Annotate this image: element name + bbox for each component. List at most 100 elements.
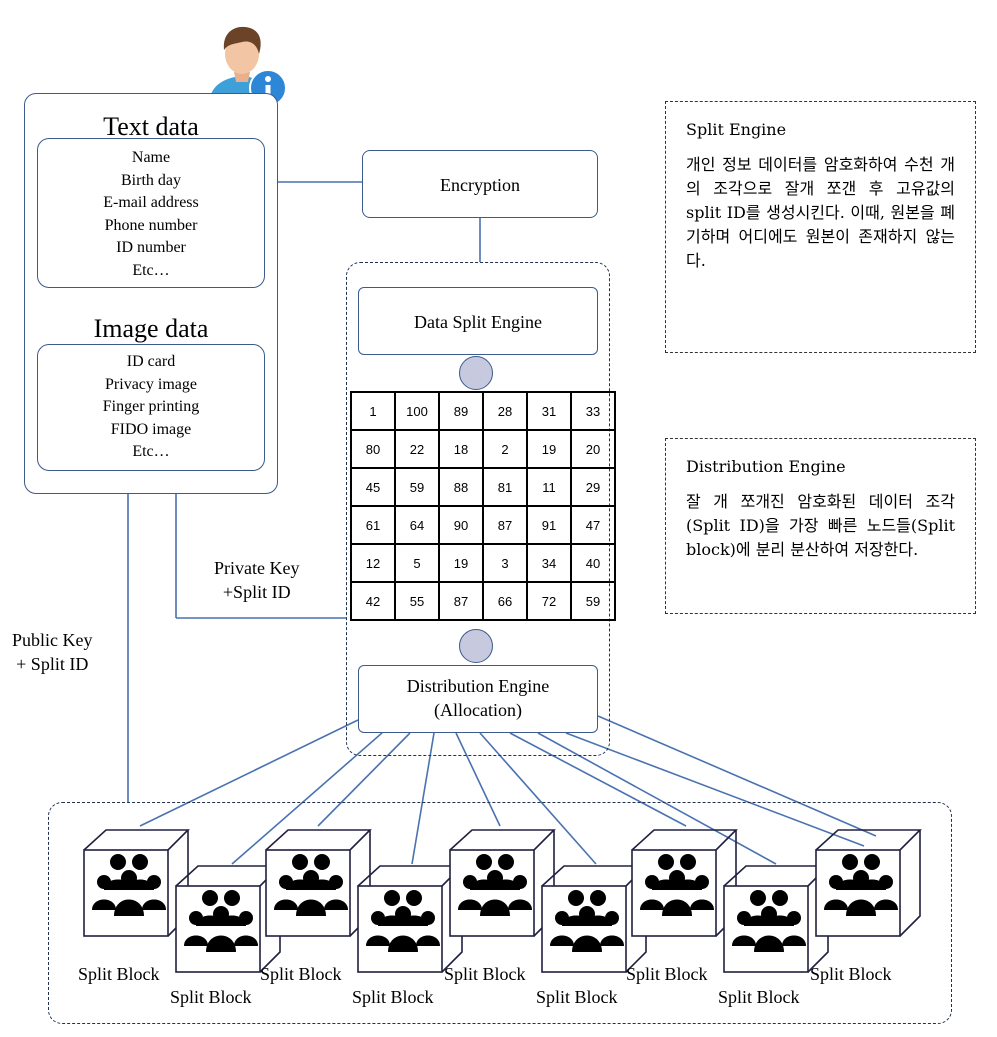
split-block-label: Split Block	[444, 964, 526, 984]
connector-node-bottom	[459, 629, 493, 663]
grid-cell: 91	[526, 505, 572, 545]
data-split-engine-box: Data Split Engine	[358, 287, 598, 355]
image-data-title: Image data	[93, 314, 209, 343]
split-block-cube	[264, 828, 374, 938]
people-group-icon	[541, 865, 648, 973]
private-key-label: Private Key +Split ID	[214, 556, 299, 604]
grid-cell: 87	[438, 581, 484, 621]
split-block-cube	[448, 828, 558, 938]
split-block-cube	[722, 864, 832, 974]
split-block-cube	[356, 864, 466, 974]
image-data-list: ID card Privacy image Finger printing FI…	[37, 344, 265, 471]
people-group-icon	[723, 865, 830, 973]
people-group-icon	[815, 829, 922, 937]
list-item: FIDO image	[110, 420, 192, 438]
encryption-box: Encryption	[362, 150, 598, 218]
text-data-list: Name Birth day E-mail address Phone numb…	[37, 138, 265, 288]
private-key-label-line2: +Split ID	[222, 582, 291, 602]
split-block-label: Split Block	[718, 987, 800, 1007]
public-key-label-line2: + Split ID	[16, 654, 89, 674]
split-block-label: Split Block	[78, 964, 160, 984]
personal-data-panel: Text data Name Birth day E-mail address …	[24, 93, 278, 494]
distribution-engine-label: Distribution Engine	[406, 676, 550, 696]
split-block-label: Split Block	[170, 987, 252, 1007]
grid-cell: 18	[438, 429, 484, 469]
split-block-label: Split Block	[352, 987, 434, 1007]
split-block-cube	[174, 864, 284, 974]
split-block-container	[48, 802, 952, 1024]
people-group-icon	[83, 829, 190, 937]
split-engine-note-title: Split Engine	[686, 120, 787, 139]
split-block-cube	[630, 828, 740, 938]
public-key-label: Public Key + Split ID	[12, 628, 93, 676]
grid-cell: 100	[394, 391, 440, 431]
grid-cell: 11	[526, 467, 572, 507]
public-key-label-line1: Public Key	[12, 630, 93, 650]
grid-cell: 81	[482, 467, 528, 507]
distribution-engine-box: Distribution Engine (Allocation)	[358, 665, 598, 733]
list-item: Etc…	[132, 443, 170, 460]
grid-cell: 64	[394, 505, 440, 545]
split-block-label: Split Block	[626, 964, 708, 984]
grid-cell: 2	[482, 429, 528, 469]
grid-cell: 28	[482, 391, 528, 431]
split-block-label: Split Block	[810, 964, 892, 984]
grid-cell: 19	[438, 543, 484, 583]
grid-cell: 55	[394, 581, 440, 621]
connector-node-top	[459, 356, 493, 390]
people-group-icon	[631, 829, 738, 937]
grid-cell: 5	[394, 543, 440, 583]
grid-cell: 45	[350, 467, 396, 507]
distribution-engine-note-title: Distribution Engine	[686, 457, 846, 476]
split-block-cube	[540, 864, 650, 974]
grid-cell: 72	[526, 581, 572, 621]
grid-cell: 29	[570, 467, 616, 507]
distribution-engine-note-body: 잘 개 쪼개진 암호화된 데이터 조각(Split ID)을 가장 빠른 노드들…	[686, 492, 955, 559]
split-block-cube	[814, 828, 924, 938]
list-item: ID number	[116, 239, 186, 256]
people-group-icon	[265, 829, 372, 937]
list-item: ID card	[126, 353, 176, 370]
people-group-icon	[357, 865, 464, 973]
grid-cell: 80	[350, 429, 396, 469]
split-engine-note: Split Engine 개인 정보 데이터를 암호화하여 수천 개의 조각으로…	[665, 101, 976, 353]
grid-cell: 20	[570, 429, 616, 469]
grid-cell: 19	[526, 429, 572, 469]
list-item: Privacy image	[105, 375, 197, 393]
grid-cell: 47	[570, 505, 616, 545]
list-item: Etc…	[132, 261, 170, 279]
people-group-icon	[449, 829, 556, 937]
list-item: Finger printing	[102, 398, 200, 415]
text-data-title: Text data	[103, 112, 199, 141]
grid-cell: 34	[526, 543, 572, 583]
grid-cell: 66	[482, 581, 528, 621]
split-block-label: Split Block	[536, 987, 618, 1007]
grid-cell: 89	[438, 391, 484, 431]
distribution-engine-sub: (Allocation)	[434, 700, 522, 720]
split-engine-note-body: 개인 정보 데이터를 암호화하여 수천 개의 조각으로 잘개 쪼갠 후 고유값의…	[686, 155, 955, 270]
grid-cell: 31	[526, 391, 572, 431]
grid-cell: 33	[570, 391, 616, 431]
encryption-label: Encryption	[440, 175, 520, 195]
grid-cell: 88	[438, 467, 484, 507]
grid-cell: 90	[438, 505, 484, 545]
split-block-label: Split Block	[260, 964, 342, 984]
data-split-engine-label: Data Split Engine	[414, 312, 542, 332]
list-item: Phone number	[104, 216, 198, 234]
grid-cell: 22	[394, 429, 440, 469]
distribution-engine-note: Distribution Engine 잘 개 쪼개진 암호화된 데이터 조각(…	[665, 438, 976, 614]
grid-cell: 42	[350, 581, 396, 621]
split-block-cube	[82, 828, 192, 938]
private-key-label-line1: Private Key	[214, 558, 300, 578]
grid-cell: 87	[482, 505, 528, 545]
grid-cell: 3	[482, 543, 528, 583]
grid-cell: 59	[570, 581, 616, 621]
